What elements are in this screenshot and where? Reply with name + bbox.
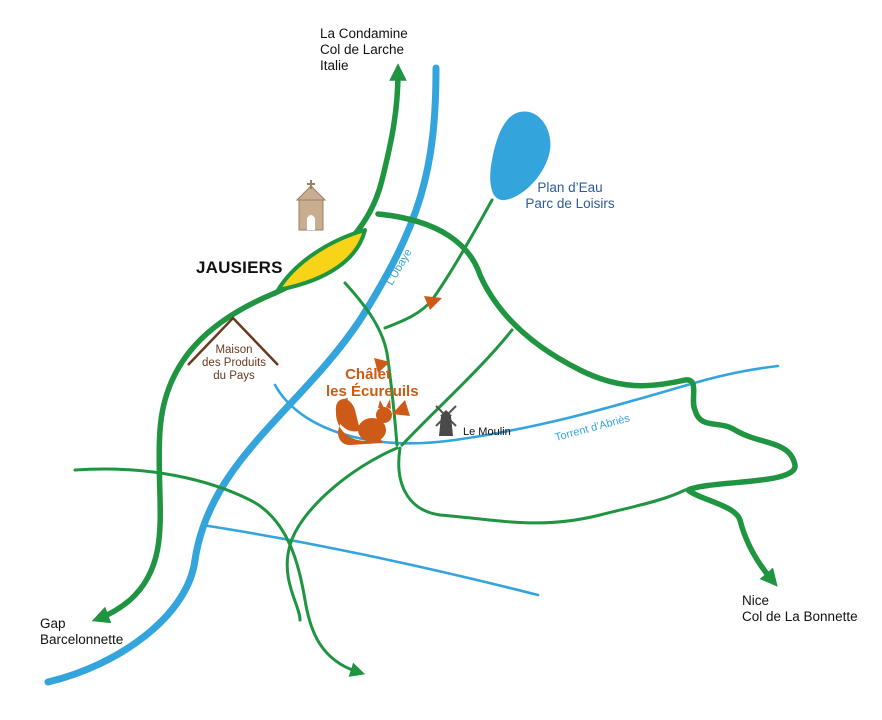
direction-arrow-icon [392, 400, 410, 416]
road-jausiers-chalet [343, 281, 399, 447]
destination-southeast: Nice Col de La Bonnette [742, 593, 858, 624]
route-arrows [374, 296, 442, 416]
stream-south [200, 523, 540, 597]
town-jausiers-area [276, 228, 367, 292]
road-west [73, 467, 366, 677]
rivers [44, 64, 780, 686]
local-roads [73, 198, 687, 677]
lake [490, 111, 551, 201]
destination-southwest: Gap Barcelonnette [40, 616, 124, 647]
road-lake-link [383, 198, 494, 330]
lake-label: Plan d’Eau Parc de Loisirs [525, 180, 615, 211]
church-icon [295, 180, 327, 231]
road-moulin [400, 328, 514, 447]
torrent-abries [273, 364, 780, 445]
roof-icon [187, 316, 279, 366]
torrent-label: Torrent d’Abriès [554, 412, 632, 444]
moulin-label: Le Moulin [463, 426, 511, 438]
road-loop-east [397, 446, 687, 525]
road-east-main [375, 211, 798, 587]
road-southwest [285, 446, 399, 622]
maison-label: Maison des Produits du Pays [202, 344, 266, 382]
direction-arrow-icon [374, 358, 390, 373]
direction-arrow-icon [424, 296, 442, 310]
squirrel-icon [335, 398, 392, 445]
chalet-label: Châlet les Écureuils [326, 366, 419, 400]
ubaye-river [44, 64, 440, 686]
windmill-icon [435, 405, 457, 436]
road-southwest-main [91, 290, 278, 624]
destination-north: La Condamine Col de Larche Italie [320, 26, 408, 73]
town-jausiers-label: JAUSIERS [196, 258, 283, 277]
